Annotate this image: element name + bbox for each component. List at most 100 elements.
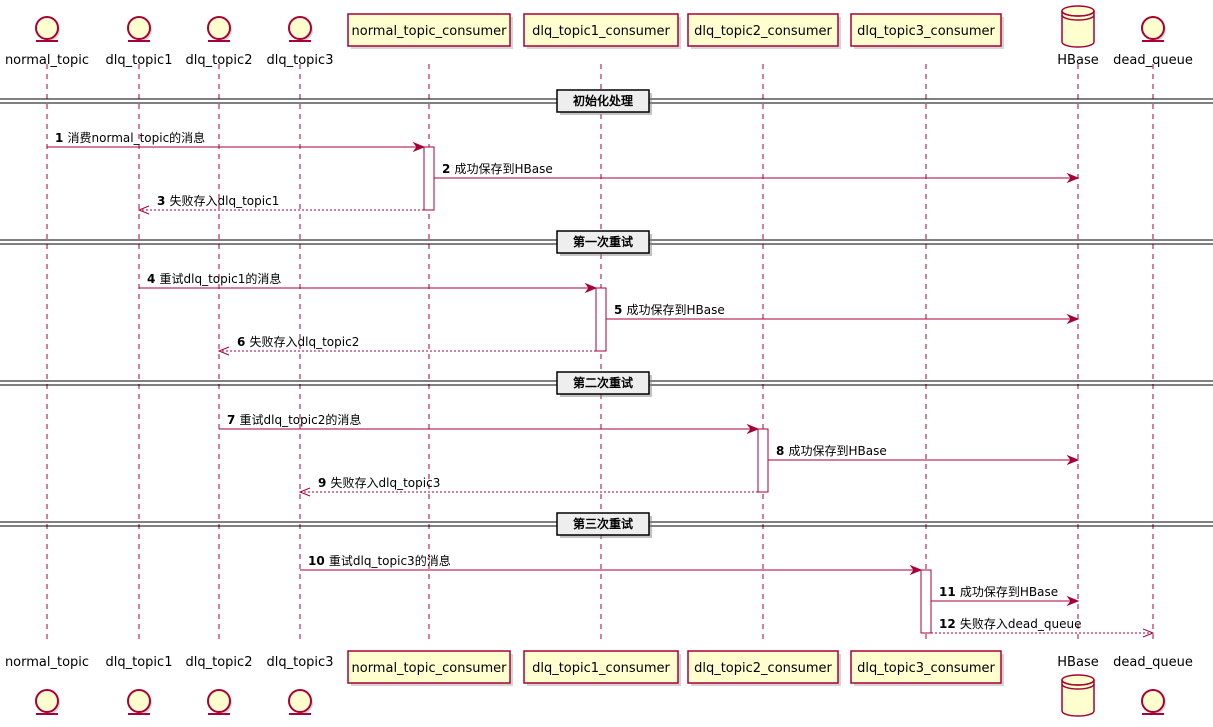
message: 10 重试dlq_topic3的消息	[300, 553, 923, 576]
message-label: 3 失败存入dlq_topic1	[157, 193, 279, 208]
section-label: 第一次重试	[573, 234, 633, 249]
participant-box	[347, 13, 511, 47]
arrowhead	[298, 487, 311, 497]
participant-label: dlq_topic1	[106, 655, 173, 670]
arrowhead	[1066, 172, 1080, 184]
database-icon	[1061, 674, 1095, 717]
activation-bar	[423, 146, 435, 211]
section-separator: 第一次重试	[0, 230, 1213, 256]
message: 7 重试dlq_topic2的消息	[219, 412, 760, 435]
participant-label: dlq_topic2	[186, 655, 253, 670]
message-label: 10 重试dlq_topic3的消息	[308, 553, 451, 568]
participant-label: dlq_topic3_consumer	[857, 661, 995, 676]
arrowhead	[584, 282, 598, 294]
message: 4 重试dlq_topic1的消息	[139, 271, 598, 294]
section-label: 初始化处理	[573, 93, 633, 108]
participant-label: dead_queue	[1113, 655, 1193, 670]
participant-dlq_topic1: dlq_topic1	[106, 16, 173, 68]
entity-icon	[127, 689, 152, 715]
message-label: 7 重试dlq_topic2的消息	[227, 412, 361, 427]
section-label: 第三次重试	[573, 516, 633, 531]
participant-label: normal_topic	[5, 655, 89, 670]
message: 11 成功保存到HBase	[931, 585, 1080, 607]
message-label: 12 失败存入dead_queue	[939, 616, 1081, 631]
messages: 1 消费normal_topic的消息 2 成功保存到HBase 3 失败存入dlq…	[47, 130, 1155, 638]
participant-label: normal_topic_consumer	[352, 24, 508, 39]
participant-dlq_topic2_consumer: dlq_topic2_consumer	[687, 650, 841, 686]
entity-icon	[1141, 16, 1166, 42]
entity-icon	[35, 689, 60, 715]
participant-label: dlq_topic1_consumer	[532, 24, 670, 39]
participant-label: dlq_topic2_consumer	[694, 24, 832, 39]
participant-hbase: HBase	[1057, 655, 1099, 717]
participant-box	[850, 650, 1002, 684]
arrowhead	[746, 423, 760, 435]
section-label: 第二次重试	[573, 375, 633, 390]
participant-dlq_topic2: dlq_topic2	[186, 16, 253, 68]
participant-dlq_topic3_consumer: dlq_topic3_consumer	[850, 13, 1004, 49]
message-label: 4 重试dlq_topic1的消息	[147, 271, 281, 286]
participant-dlq_topic1_consumer: dlq_topic1_consumer	[523, 650, 681, 686]
participant-box	[347, 650, 511, 684]
participant-dlq_topic2: dlq_topic2	[186, 655, 253, 715]
participant-label: dlq_topic2_consumer	[694, 661, 832, 676]
message: 9 失败存入dlq_topic3	[298, 475, 758, 497]
arrowhead	[1066, 454, 1080, 466]
database-icon	[1061, 5, 1095, 48]
activation-bar	[595, 287, 607, 352]
participant-label: HBase	[1057, 53, 1098, 68]
participant-normal_topic: normal_topic	[5, 16, 89, 68]
participant-box	[523, 13, 679, 47]
section-separator: 第三次重试	[0, 512, 1213, 538]
message-label: 6 失败存入dlq_topic2	[237, 334, 359, 349]
entity-icon	[207, 16, 232, 42]
message-label: 9 失败存入dlq_topic3	[318, 475, 440, 490]
message-label: 11 成功保存到HBase	[939, 585, 1058, 599]
participant-dlq_topic3: dlq_topic3	[267, 16, 334, 68]
arrowhead	[217, 346, 230, 356]
participant-box	[850, 13, 1002, 47]
participant-label: dlq_topic2	[186, 53, 253, 68]
participants-top: normal_topic dlq_topic1 dlq_topic2 dlq_topi…	[5, 5, 1193, 68]
section-separator: 第二次重试	[0, 371, 1213, 397]
participant-normal_topic_consumer: normal_topic_consumer	[347, 650, 513, 686]
message-label: 1 消费normal_topic的消息	[55, 130, 205, 145]
arrowhead	[1066, 595, 1080, 607]
participant-label: dead_queue	[1113, 53, 1193, 68]
entity-icon	[207, 689, 232, 715]
message: 1 消费normal_topic的消息	[47, 130, 426, 153]
message-label: 2 成功保存到HBase	[442, 162, 553, 176]
message: 12 失败存入dead_queue	[931, 616, 1155, 638]
arrowhead	[909, 564, 923, 576]
participant-dead_queue: dead_queue	[1113, 16, 1193, 68]
participant-label: dlq_topic3	[267, 655, 334, 670]
lifelines	[46, 64, 1154, 644]
activation-bars	[423, 146, 932, 634]
participant-label: dlq_topic3	[267, 53, 334, 68]
participant-normal_topic: normal_topic	[5, 655, 89, 715]
participant-hbase: HBase	[1057, 5, 1099, 68]
participant-label: dlq_topic1_consumer	[532, 661, 670, 676]
entity-icon	[1141, 689, 1166, 715]
activation-bar	[920, 569, 932, 634]
message: 6 失败存入dlq_topic2	[217, 334, 596, 356]
message-label: 5 成功保存到HBase	[614, 303, 725, 317]
participant-label: dlq_topic1	[106, 53, 173, 68]
arrowhead	[412, 141, 426, 153]
entity-icon	[288, 16, 313, 42]
participant-dlq_topic3: dlq_topic3	[267, 655, 334, 715]
section-separator: 初始化处理	[0, 89, 1213, 115]
entity-icon	[35, 16, 60, 42]
participant-box	[687, 650, 839, 684]
participants-bottom: normal_topic dlq_topic1 dlq_topic2 dlq_topi…	[5, 650, 1193, 717]
message-label: 8 成功保存到HBase	[776, 444, 887, 458]
participant-label: normal_topic_consumer	[352, 661, 508, 676]
arrowhead	[1066, 313, 1080, 325]
participant-box	[523, 650, 679, 684]
participant-box	[687, 13, 839, 47]
entity-icon	[288, 689, 313, 715]
participant-label: dlq_topic3_consumer	[857, 24, 995, 39]
message: 3 失败存入dlq_topic1	[137, 193, 424, 215]
